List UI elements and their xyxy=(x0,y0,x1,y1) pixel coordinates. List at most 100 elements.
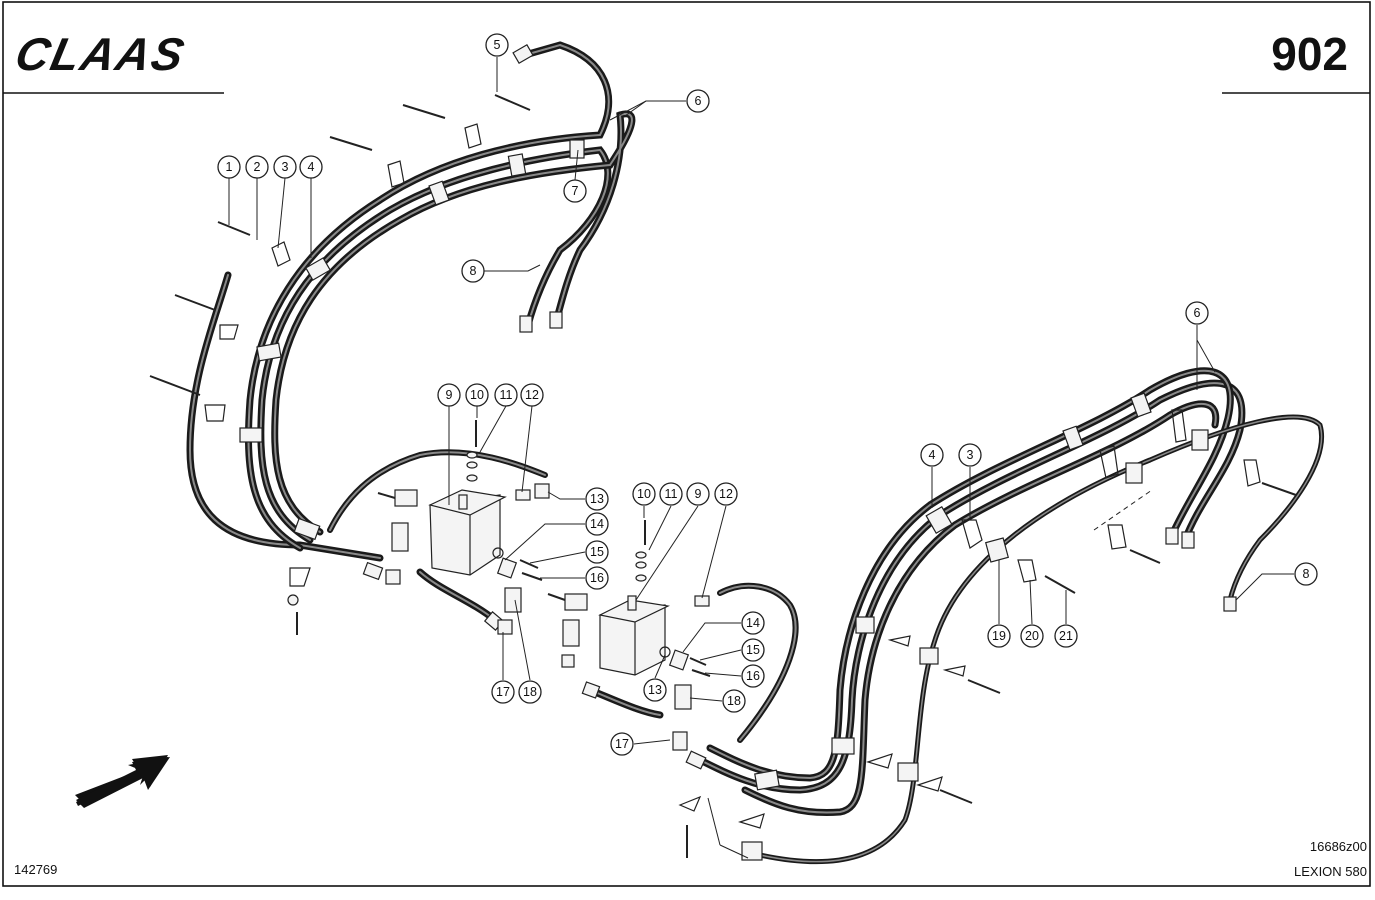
hose-clamp xyxy=(305,257,331,281)
flange xyxy=(564,593,588,611)
bolt-16 xyxy=(521,572,543,581)
bolt xyxy=(174,294,216,311)
svg-text:18: 18 xyxy=(523,685,537,699)
svg-text:9: 9 xyxy=(695,487,702,501)
page-number: 902 xyxy=(1271,28,1348,80)
hose-end-fitting xyxy=(512,43,534,65)
bolt xyxy=(967,679,1001,694)
bolt xyxy=(494,94,531,111)
fitting xyxy=(561,654,575,668)
hose-clamp xyxy=(754,769,780,791)
elbow-14 xyxy=(668,649,690,671)
support-bracket xyxy=(289,567,311,587)
callout: 3 xyxy=(958,443,982,467)
hose-b-inner xyxy=(259,148,609,541)
hose-end-fitting xyxy=(519,315,533,333)
bolt xyxy=(402,104,446,119)
callout: 1 xyxy=(217,155,241,179)
svg-text:13: 13 xyxy=(590,492,604,506)
svg-text:11: 11 xyxy=(665,487,678,501)
hose-outer-inner xyxy=(188,274,381,559)
washer xyxy=(635,551,647,559)
washer xyxy=(635,561,647,569)
callout: 14 xyxy=(585,512,609,536)
fitting-12 xyxy=(694,595,710,607)
fitting-12 xyxy=(515,489,531,501)
hose-pump-out-left-inner xyxy=(419,571,496,621)
hose-c-inner xyxy=(273,112,633,533)
svg-text:8: 8 xyxy=(470,264,477,278)
footer-model: LEXION 580 xyxy=(1294,864,1367,879)
callout: 9 xyxy=(686,482,710,506)
washer xyxy=(466,461,478,469)
bolt xyxy=(1129,549,1161,564)
hose-thin-inner xyxy=(759,416,1323,863)
svg-text:3: 3 xyxy=(282,160,289,174)
footer-right-code: 16686z00 xyxy=(1310,839,1367,854)
callout: 6 xyxy=(686,89,710,113)
svg-text:14: 14 xyxy=(746,616,760,630)
support-bracket xyxy=(464,123,482,149)
hose-end-fitting xyxy=(581,681,601,699)
hose-main-b-inner xyxy=(709,369,1232,780)
callout: 16 xyxy=(741,664,765,688)
dash-guide xyxy=(719,844,749,859)
hose-clamp xyxy=(507,153,527,177)
svg-text:12: 12 xyxy=(525,388,539,402)
callout: 10 xyxy=(465,383,489,407)
bolt xyxy=(1261,482,1297,496)
bolt xyxy=(149,375,201,396)
support-bracket xyxy=(1107,524,1127,550)
dash-guide xyxy=(1093,489,1153,531)
bolt-15 xyxy=(689,657,707,666)
callout: 20 xyxy=(1020,624,1044,648)
lower-hose-run xyxy=(685,367,1324,865)
svg-text:10: 10 xyxy=(637,487,651,501)
svg-text:4: 4 xyxy=(929,448,936,462)
svg-text:15: 15 xyxy=(590,545,604,559)
fitting-13 xyxy=(534,483,550,499)
callout: 12 xyxy=(714,482,738,506)
callout: 13 xyxy=(585,487,609,511)
fitting xyxy=(562,619,580,647)
dash-guide xyxy=(707,797,721,846)
hose-main-c-inner xyxy=(744,402,1217,814)
bolt-21 xyxy=(1044,575,1076,594)
hose-clamp xyxy=(293,517,321,541)
svg-text:1: 1 xyxy=(226,160,233,174)
svg-text:16: 16 xyxy=(590,571,604,585)
callout: 14 xyxy=(741,611,765,635)
callout: 17 xyxy=(491,680,515,704)
hose-clamp xyxy=(741,841,763,861)
support-bracket xyxy=(866,753,893,769)
support-bracket xyxy=(942,665,966,677)
hose-clamp xyxy=(831,737,855,755)
fitting xyxy=(674,684,692,710)
support-bracket xyxy=(961,519,983,549)
bolt xyxy=(329,136,373,151)
hose-a xyxy=(245,41,613,552)
callout: 2 xyxy=(245,155,269,179)
callout: 5 xyxy=(485,33,509,57)
callout: 15 xyxy=(585,540,609,564)
hose-main-c xyxy=(741,400,1220,817)
upper-bolts xyxy=(149,94,531,635)
hose-c xyxy=(271,110,636,536)
support-bracket xyxy=(219,324,239,340)
fitting-17 xyxy=(497,619,513,635)
hose-clamp xyxy=(925,506,953,534)
callout: 21 xyxy=(1054,624,1078,648)
svg-text:21: 21 xyxy=(1059,629,1073,643)
leader-lines xyxy=(228,57,1294,745)
bolt-16 xyxy=(691,669,711,677)
callout: 8 xyxy=(461,259,485,283)
support-bracket xyxy=(916,776,943,792)
callout: 17 xyxy=(610,732,634,756)
lower-clamps xyxy=(678,392,1261,861)
hose-end-fitting xyxy=(1223,596,1237,612)
callout: 3 xyxy=(273,155,297,179)
svg-text:3: 3 xyxy=(967,448,974,462)
bolt xyxy=(217,221,251,236)
callout: 12 xyxy=(520,383,544,407)
hose-pump-right-in-inner xyxy=(719,584,797,741)
